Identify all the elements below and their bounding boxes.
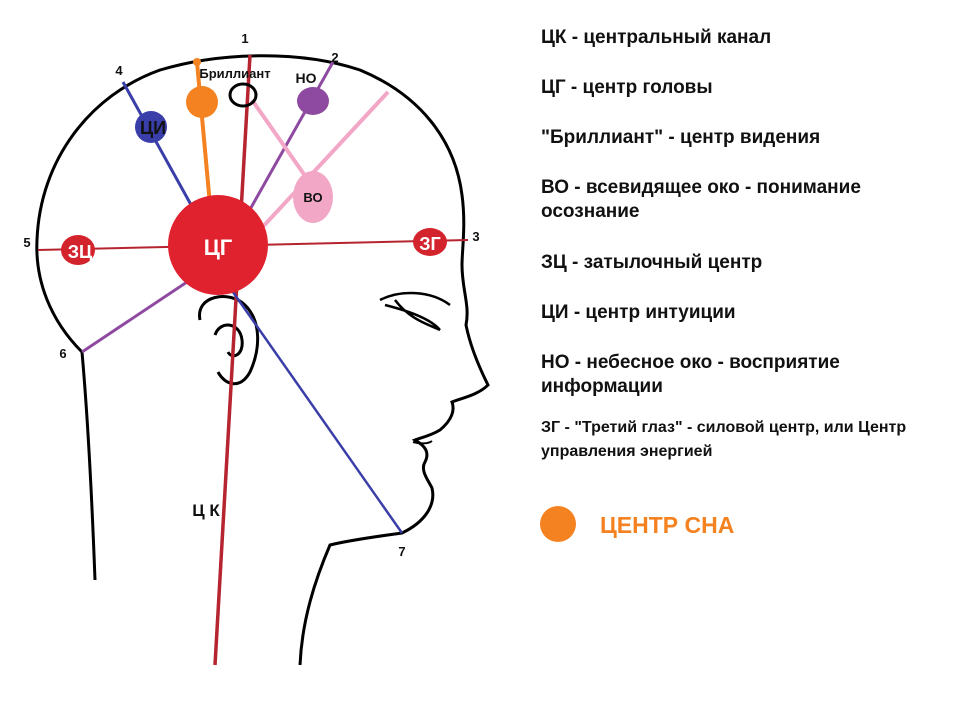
- label-cg: ЦГ: [204, 235, 233, 260]
- line-7: [226, 284, 404, 534]
- legend-ci: ЦИ - центр интуиции: [541, 302, 736, 323]
- point-5: 5: [23, 235, 30, 250]
- ear: [198, 295, 260, 386]
- label-no: НО: [296, 70, 317, 86]
- label-zg: ЗГ: [419, 234, 440, 254]
- center-zc: [61, 235, 95, 265]
- line-4: [121, 81, 197, 213]
- label-zc: ЗЦ: [68, 242, 93, 262]
- label-vo: ВО: [303, 190, 322, 205]
- center-vo: [293, 171, 333, 223]
- label-ci: ЦИ: [140, 118, 166, 138]
- label-brilliant: Бриллиант: [199, 66, 270, 81]
- legend-cg: ЦГ - центр головы: [541, 77, 713, 98]
- legend-brilliant: "Бриллиант" - центр видения: [541, 127, 821, 148]
- line-6: [81, 278, 191, 354]
- sleep-center-label: ЦЕНТР СНА: [600, 512, 735, 538]
- head-outline: [35, 54, 490, 666]
- center-ci: [135, 111, 167, 143]
- legend-no: НО - небесное око - восприятие информаци…: [541, 352, 840, 397]
- point-3: 3: [472, 229, 479, 244]
- orange-top-dot: [193, 58, 201, 66]
- pink-line-b: [256, 90, 390, 234]
- center-no: [297, 87, 329, 115]
- center-zg: [413, 228, 447, 256]
- orange-line: [195, 61, 212, 206]
- point-6: 6: [59, 346, 66, 361]
- center-cg: [168, 195, 268, 295]
- eye: [379, 291, 451, 332]
- point-7: 7: [398, 544, 405, 559]
- point-4: 4: [115, 63, 123, 78]
- mouth: [412, 440, 433, 445]
- legend-ck: ЦК - центральный канал: [541, 27, 772, 48]
- legend-zg: ЗГ - "Третий глаз" - силовой центр, или …: [541, 419, 907, 460]
- point-1: 1: [241, 31, 248, 46]
- center-brilliant-dot: [186, 86, 218, 118]
- legend-vo: ВО - всевидящее око - понимание осознани…: [541, 177, 861, 222]
- central-channel-line: [213, 54, 252, 666]
- point-2: 2: [331, 50, 338, 65]
- brilliant-ring: [228, 82, 258, 108]
- label-ck: Ц К: [192, 501, 220, 520]
- legend-zc: ЗЦ - затылочный центр: [541, 252, 763, 273]
- orange-dot-icon: [540, 506, 576, 542]
